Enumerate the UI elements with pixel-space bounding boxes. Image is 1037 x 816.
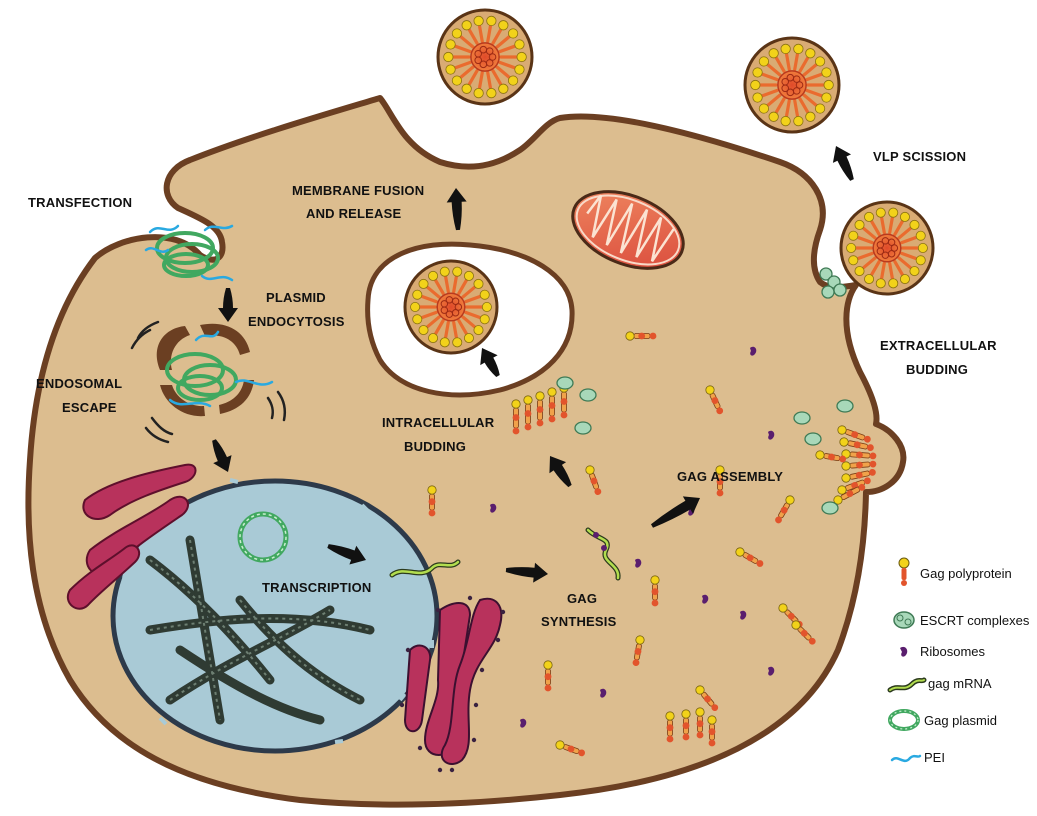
legend-label: ESCRT complexes bbox=[920, 613, 1030, 628]
label-endosomal-escape-1: ENDOSOMAL bbox=[36, 376, 122, 391]
label-intracellular-budding-2: BUDDING bbox=[404, 439, 466, 454]
ribosome-icon bbox=[900, 647, 907, 657]
gag-polyprotein bbox=[428, 486, 436, 517]
legend-item-pei: PEI bbox=[892, 750, 945, 765]
escrt-complex bbox=[557, 377, 573, 389]
escrt-complex bbox=[575, 422, 591, 434]
gag-polyprotein bbox=[651, 576, 659, 607]
escrt-complex bbox=[837, 400, 853, 412]
legend-label: gag mRNA bbox=[928, 676, 992, 691]
legend-item-gag-polyprotein: Gag polyprotein bbox=[899, 558, 1012, 586]
label-gag-assembly: GAG ASSEMBLY bbox=[677, 469, 783, 484]
gag-polyprotein bbox=[666, 712, 674, 743]
escrt-complex-icon bbox=[894, 612, 914, 628]
gag-polyprotein bbox=[696, 708, 704, 739]
escrt-complex bbox=[580, 389, 596, 401]
vlp-released-right bbox=[745, 38, 839, 132]
escrt-complex bbox=[822, 502, 838, 514]
pei-icon bbox=[892, 756, 920, 761]
vlp-released-top bbox=[438, 10, 532, 104]
legend-item-gag-mrna: gag mRNA bbox=[890, 676, 992, 691]
label-extracellular-budding-2: BUDDING bbox=[906, 362, 968, 377]
legend-label: Ribosomes bbox=[920, 644, 986, 659]
legend-label: PEI bbox=[924, 750, 945, 765]
gag-polyprotein bbox=[626, 332, 657, 340]
gag-polyprotein bbox=[682, 710, 690, 741]
escrt-complex bbox=[794, 412, 810, 424]
label-intracellular-budding-1: INTRACELLULAR bbox=[382, 415, 495, 430]
label-transfection: TRANSFECTION bbox=[28, 195, 132, 210]
label-gag-synthesis-1: GAG bbox=[567, 591, 597, 606]
escrt-complex bbox=[822, 286, 834, 298]
vlp-budding-extracellular bbox=[841, 202, 933, 294]
escrt-complex bbox=[805, 433, 821, 445]
label-extracellular-budding-1: EXTRACELLULAR bbox=[880, 338, 997, 353]
label-membrane-fusion-1: MEMBRANE FUSION bbox=[292, 183, 424, 198]
legend-item-gag-plasmid: Gag plasmid bbox=[890, 711, 997, 729]
gag-polyprotein-icon bbox=[899, 558, 909, 586]
gag-polyprotein bbox=[708, 716, 716, 747]
legend-item-escrt: ESCRT complexes bbox=[894, 612, 1030, 628]
label-plasmid-endocytosis-1: PLASMID bbox=[266, 290, 326, 305]
label-membrane-fusion-2: AND RELEASE bbox=[306, 206, 402, 221]
vlp-inside-vacuole bbox=[405, 261, 497, 353]
escrt-complex bbox=[834, 284, 846, 296]
label-endosomal-escape-2: ESCAPE bbox=[62, 400, 117, 415]
legend-label: Gag plasmid bbox=[924, 713, 997, 728]
label-vlp-scission: VLP SCISSION bbox=[873, 149, 966, 164]
gag-plasmid-icon bbox=[890, 711, 918, 729]
arrow-scission bbox=[827, 142, 861, 185]
gag-polyprotein bbox=[544, 661, 552, 692]
legend: Gag polyprotein ESCRT complexes Ribosome… bbox=[890, 558, 1030, 765]
label-transcription: TRANSCRIPTION bbox=[262, 580, 372, 595]
label-gag-synthesis-2: SYNTHESIS bbox=[541, 614, 617, 629]
gag-mrna-icon bbox=[890, 680, 924, 690]
legend-label: Gag polyprotein bbox=[920, 566, 1012, 581]
label-plasmid-endocytosis-2: ENDOCYTOSIS bbox=[248, 314, 345, 329]
legend-item-ribosome: Ribosomes bbox=[900, 644, 986, 659]
